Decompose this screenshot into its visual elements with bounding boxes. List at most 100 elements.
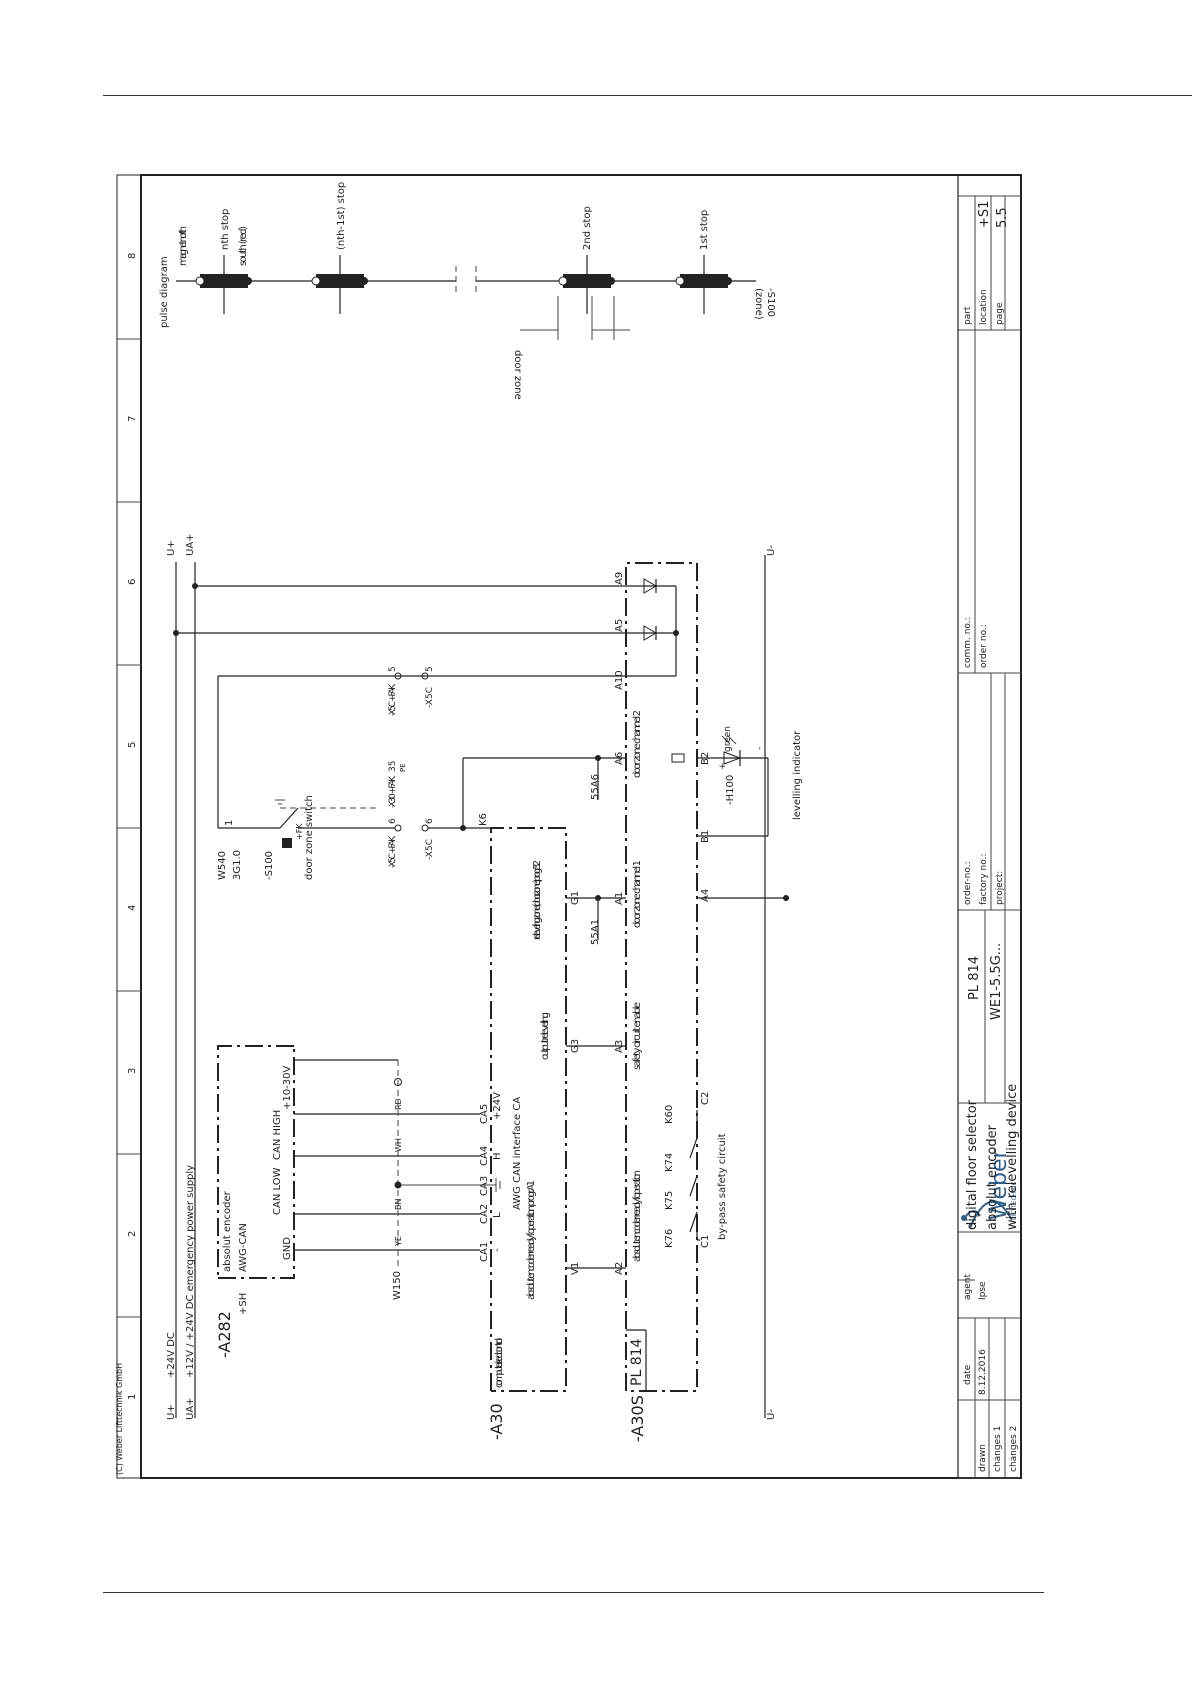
tb-row-label: changes 1 [993,1426,1003,1472]
encoder-pin-supply: +10-30V [282,1066,293,1110]
rail-u-minus-label: U- [766,545,777,556]
tb-factory-no: factory no.: [979,854,989,906]
bypass-contact-label: K75 [664,1191,675,1210]
tb-drawing-no: WE1-5.5G... [989,943,1004,1020]
terminal-x5c-fak: -X5C +FAK [388,835,398,868]
column-number: 4 [127,905,138,911]
column-strip [116,174,142,1479]
a30s-c2-pin: C2 [700,1092,711,1105]
door-switch-label: door zone switch [304,795,315,880]
bypass-contact-label: K76 [664,1229,675,1248]
copyright-text: (C) Weber Lifttechnik GmbH [115,1363,124,1475]
tb-row-date: 8.12.2016 [978,1349,988,1395]
terminal-pin: 35 [388,761,398,772]
a30-title: computerized control [494,1338,505,1388]
tb-order-no: order-no.: [963,861,973,905]
a30s-a6-text: door zone channel 2 [632,710,643,778]
tb-part: part [963,306,973,325]
diode-network [173,578,679,677]
column-number: 3 [127,1068,138,1074]
column-ticks [117,338,141,1318]
wire-color-rd: RD [394,1098,403,1110]
encoder-ref: -A282 [215,1311,234,1358]
encoder-pin-can-low: CAN LOW [272,1167,283,1215]
wire-55a1: 55A1 [590,919,601,945]
wire-55a6: 55A6 [590,774,601,800]
terminal-pin: 6 [425,818,435,824]
tb-description: with relevelling device [1005,1084,1020,1230]
terminal-pin: 6 [388,818,398,824]
a30-pin-ca4: CA4 [479,1146,490,1166]
a30-pin-note: L [492,1212,503,1218]
logo-text: Weber [987,1149,1012,1220]
supply-rails [175,555,766,1418]
a30s-a3-text: safety circuit enable [632,1002,643,1070]
terminal-pin: 5 [425,666,435,672]
bypass-contacts [689,1110,700,1241]
a30s-a4-pin: A4 [700,889,711,902]
a30-ref: -A30 [487,1403,506,1440]
encoder-cable-label: W150 [392,1271,403,1300]
encoder-box [218,1046,295,1279]
indicator-label: levelling indicator [792,730,803,820]
a30-pin-note: H [492,1152,503,1160]
a30s-c1-pin: C1 [700,1235,711,1248]
wire-color-ye: YE [394,1236,403,1247]
column-number: 5 [127,742,138,748]
tb-location: location [979,289,989,325]
rail-u-minus-label: U- [766,1409,777,1420]
pulse-magnet-label: magnet north [178,226,189,266]
door-switch-ref: -S100 [264,851,275,880]
a30-interface: AWG CAN interface CA [512,1097,523,1210]
terminal-x5c: -X5C [425,687,435,708]
signal-wires [462,755,626,1269]
bypass-contact-label: K60 [664,1105,675,1124]
a30s-a2-text: absolut encoder ready f. operation [632,1170,643,1262]
a30-pin-ca2: CA2 [479,1204,490,1224]
wire-color-wh: WH [394,1138,403,1152]
tb-description: digital floor selector [965,1099,980,1230]
a30s-box [625,562,698,1392]
a30-pin-ca1: CA1 [479,1242,490,1262]
indicator-minus: - [755,747,765,750]
column-number: 1 [127,1394,138,1400]
door-switch-cable: W540 [217,851,228,880]
tb-comm-no: comm. no.: [963,617,973,668]
terminal-x5c-fak: -X5C +FAK [388,683,398,716]
a30s-title: PL 814 [629,1338,645,1386]
rail-u-plus-label: U+ [166,540,177,556]
a30-pin-ca3: CA3 [479,1176,490,1196]
encoder-type: AWG-CAN [238,1223,249,1272]
tb-page: page [995,302,1005,325]
a30-pin-ca5: CA5 [479,1104,490,1124]
pulse-door-zone-label: door zone [512,350,523,400]
pulse-diagram [176,255,756,340]
a30-pin-note: +24V [492,1092,503,1120]
a30s-a1-text: door zone channel 1 [632,860,643,928]
encoder-pin-gnd: GND [282,1237,293,1260]
encoder-sh: +SH [238,1293,249,1315]
title-block-lines [958,195,1021,1479]
sheet-frame [140,174,1022,1479]
tb-row-label: drawn [978,1444,988,1472]
a30-g3-text: output relevelling [540,1012,551,1060]
ground-symbol [480,1178,501,1192]
a30s-a9-pin: A9 [614,572,625,585]
bypass-label: by-pass safety circuit [717,1133,728,1240]
wire-color-bn: BN [394,1199,403,1210]
indicator-plus: + [718,762,728,770]
tb-location-value: +S1 [977,201,992,228]
bypass-contact-label: K74 [664,1153,675,1172]
pulse-title: pulse diagram [159,256,170,328]
door-switch-fk: +FK [295,823,304,840]
levelling-indicator-circuit [671,735,789,901]
rail-ua-plus-label: UA+ [185,1397,196,1420]
tb-header-date: date [963,1364,973,1385]
tb-header-agent: agent [963,1274,973,1300]
pulse-stop-label: 1st stop [699,210,710,250]
column-number: 6 [127,579,138,585]
pulse-south-label: south (red) [238,226,249,266]
encoder-wires [294,1059,480,1270]
tb-row-label: changes 2 [1009,1426,1019,1472]
pulse-stop-label: 2nd stop [582,206,593,250]
